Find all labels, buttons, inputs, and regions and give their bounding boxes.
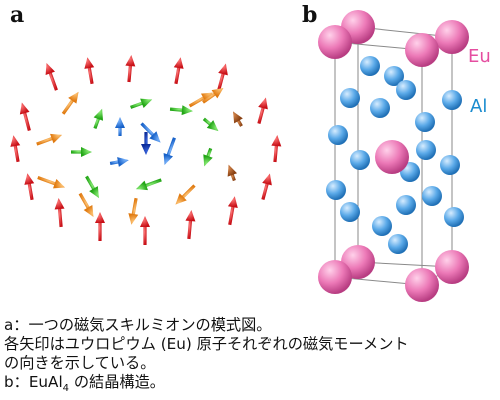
spin-arrow-brown bbox=[233, 111, 243, 127]
caption-line-4-subscript: 4 bbox=[62, 383, 70, 395]
spin-arrow-red bbox=[227, 196, 238, 226]
legend-al: Al bbox=[470, 96, 488, 117]
crystal-structure-diagram bbox=[318, 10, 469, 302]
spin-arrow-orange bbox=[36, 133, 63, 146]
spin-arrow-green bbox=[130, 98, 153, 109]
al-atom bbox=[440, 155, 460, 175]
caption-line-4-suffix: の結晶構造。 bbox=[69, 373, 165, 391]
spin-arrow-orange bbox=[78, 192, 94, 217]
al-atom bbox=[328, 125, 348, 145]
spin-arrow-red bbox=[257, 97, 268, 125]
panel-b-label: b bbox=[302, 2, 318, 28]
spin-arrow-red bbox=[261, 173, 272, 201]
eu-atom bbox=[435, 20, 469, 54]
spin-arrow-red bbox=[140, 216, 150, 245]
eu-atom bbox=[405, 33, 439, 67]
spin-arrow-red bbox=[217, 63, 228, 91]
spin-arrow-orange bbox=[37, 176, 66, 189]
spin-arrow-red bbox=[19, 102, 31, 131]
spin-arrow-navy bbox=[141, 132, 151, 155]
eu-atom bbox=[318, 25, 352, 59]
spin-arrow-green bbox=[71, 147, 92, 157]
al-atom bbox=[384, 66, 404, 86]
spin-arrow-red bbox=[45, 62, 58, 91]
caption-line-3: の向きを示している。 bbox=[4, 354, 156, 372]
spin-arrow-orange bbox=[202, 87, 224, 104]
spin-arrow-red bbox=[84, 57, 95, 85]
al-atom bbox=[350, 150, 370, 170]
al-atom bbox=[360, 56, 380, 76]
spin-arrow-blue bbox=[163, 137, 176, 166]
al-atom bbox=[396, 80, 416, 100]
al-atom bbox=[326, 180, 346, 200]
spin-arrow-blue bbox=[115, 117, 125, 136]
spin-arrow-orange bbox=[188, 92, 213, 108]
al-atom bbox=[388, 234, 408, 254]
spin-arrow-red bbox=[10, 135, 21, 163]
al-atom bbox=[444, 207, 464, 227]
caption-line-1: a：一つの磁気スキルミオンの模式図。 bbox=[4, 316, 272, 334]
al-atom bbox=[340, 202, 360, 222]
al-atom bbox=[340, 88, 360, 108]
spin-arrow-red bbox=[173, 57, 184, 85]
spin-arrow-green bbox=[169, 105, 193, 116]
spin-arrow-red bbox=[125, 55, 136, 83]
spin-arrow-blue bbox=[109, 157, 129, 167]
spin-arrow-green bbox=[203, 147, 213, 167]
spin-arrow-green bbox=[135, 178, 162, 191]
eu-atom bbox=[375, 140, 409, 174]
spin-arrow-red bbox=[185, 210, 196, 240]
legend-eu: Eu bbox=[468, 46, 491, 67]
al-atom bbox=[416, 140, 436, 160]
spin-arrow-red bbox=[95, 212, 105, 241]
eu-atom bbox=[435, 250, 469, 284]
spin-arrow-green bbox=[85, 175, 99, 199]
spin-arrow-green bbox=[93, 108, 104, 130]
caption-line-2: 各矢印はユウロピウム (Eu) 原子それぞれの磁気モーメント bbox=[4, 335, 409, 353]
panel-a-label: a bbox=[10, 2, 25, 28]
skyrmion-diagram bbox=[10, 55, 282, 245]
al-atom bbox=[442, 90, 462, 110]
eu-atom bbox=[405, 268, 439, 302]
spin-arrow-red bbox=[271, 135, 282, 163]
caption-line-4: b：EuAl4 の結晶構造。 bbox=[4, 373, 498, 398]
caption: a：一つの磁気スキルミオンの模式図。 各矢印はユウロピウム (Eu) 原子それぞ… bbox=[4, 316, 498, 398]
spin-arrow-orange bbox=[128, 197, 139, 225]
caption-line-4-prefix: b：EuAl bbox=[4, 373, 63, 391]
al-atom bbox=[422, 186, 442, 206]
spin-arrow-red bbox=[24, 173, 35, 201]
al-atom bbox=[415, 112, 435, 132]
eu-atom bbox=[318, 260, 352, 294]
spin-arrow-blue bbox=[140, 122, 161, 143]
al-atom bbox=[396, 195, 416, 215]
al-atom bbox=[372, 216, 392, 236]
spin-arrow-orange bbox=[175, 184, 196, 205]
spin-arrow-red bbox=[54, 198, 65, 228]
spin-arrow-brown bbox=[227, 164, 238, 182]
spin-arrow-orange bbox=[61, 91, 79, 115]
spin-arrow-green bbox=[202, 117, 219, 132]
al-atom bbox=[370, 98, 390, 118]
